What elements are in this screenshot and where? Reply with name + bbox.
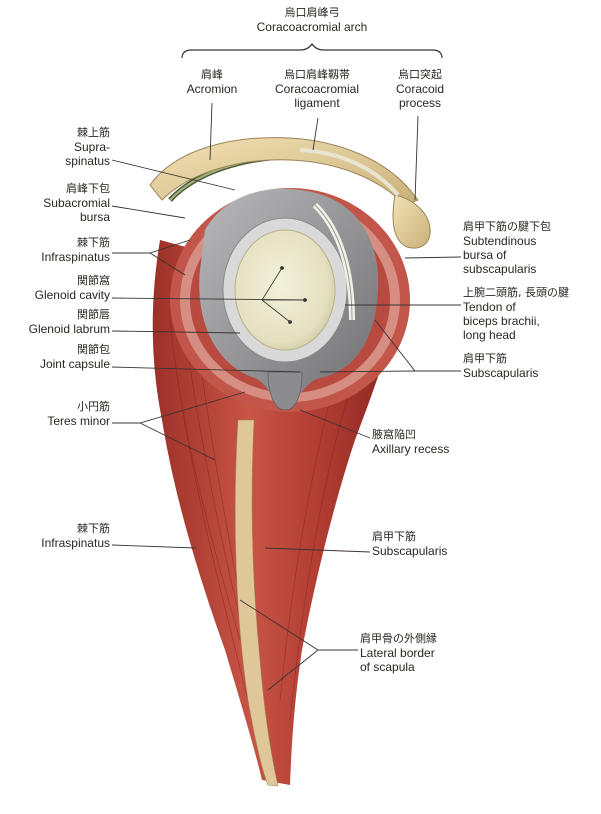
label-acromion: 肩峰 Acromion xyxy=(186,68,238,96)
lateral-border-strip xyxy=(234,419,279,787)
arch-bracket xyxy=(181,42,443,59)
label-subtendinous-bursa: 肩甲下筋の腱下包 Subtendinous bursa of subscapul… xyxy=(463,220,551,276)
axillary-recess-shape xyxy=(267,371,303,411)
label-coracoacromial-ligament: 烏口肩峰靱帯 Coracoacromial ligament xyxy=(274,68,360,110)
label-lateral-border: 肩甲骨の外側縁 Lateral border of scapula xyxy=(360,632,437,674)
label-axillary-recess: 腋窩陥凹 Axillary recess xyxy=(372,428,450,456)
label-subscapularis-top: 肩甲下筋 Subscapularis xyxy=(463,352,539,380)
glenoid-pointer xyxy=(261,266,307,324)
label-biceps-tendon: 上腕二頭筋, 長頭の腱 Tendon of biceps brachii, lo… xyxy=(463,286,569,342)
title-coracoacromial-arch: 烏口肩峰弓 Coracoacromial arch xyxy=(232,6,392,34)
coracoacromial-ligament xyxy=(299,148,400,197)
leader-lines xyxy=(111,102,462,691)
coracoid-bone xyxy=(392,194,431,249)
label-infraspinatus-bottom: 棘下筋 Infraspinatus xyxy=(41,522,110,550)
label-supraspinatus: 棘上筋 Supra- spinatus xyxy=(65,126,110,168)
label-infraspinatus-top: 棘下筋 Infraspinatus xyxy=(41,236,110,264)
label-joint-capsule: 関節包 Joint capsule xyxy=(39,343,110,371)
title-en: Coracoacromial arch xyxy=(256,20,368,34)
label-subscapularis-bottom: 肩甲下筋 Subscapularis xyxy=(372,530,448,558)
acromion-bone xyxy=(149,137,419,206)
glenoid-cavity xyxy=(234,229,336,351)
label-teres-minor: 小円筋 Teres minor xyxy=(47,400,110,428)
label-glenoid-cavity: 関節窩 Glenoid cavity xyxy=(34,274,110,302)
muscle-fibers xyxy=(169,319,351,721)
label-coracoid-process: 烏口突起 Coracoid process xyxy=(395,68,445,110)
label-glenoid-labrum: 関節唇 Glenoid labrum xyxy=(28,308,110,336)
title-ja: 烏口肩峰弓 xyxy=(284,6,340,19)
label-subacromial-bursa: 肩峰下包 Subacromial bursa xyxy=(43,182,110,224)
